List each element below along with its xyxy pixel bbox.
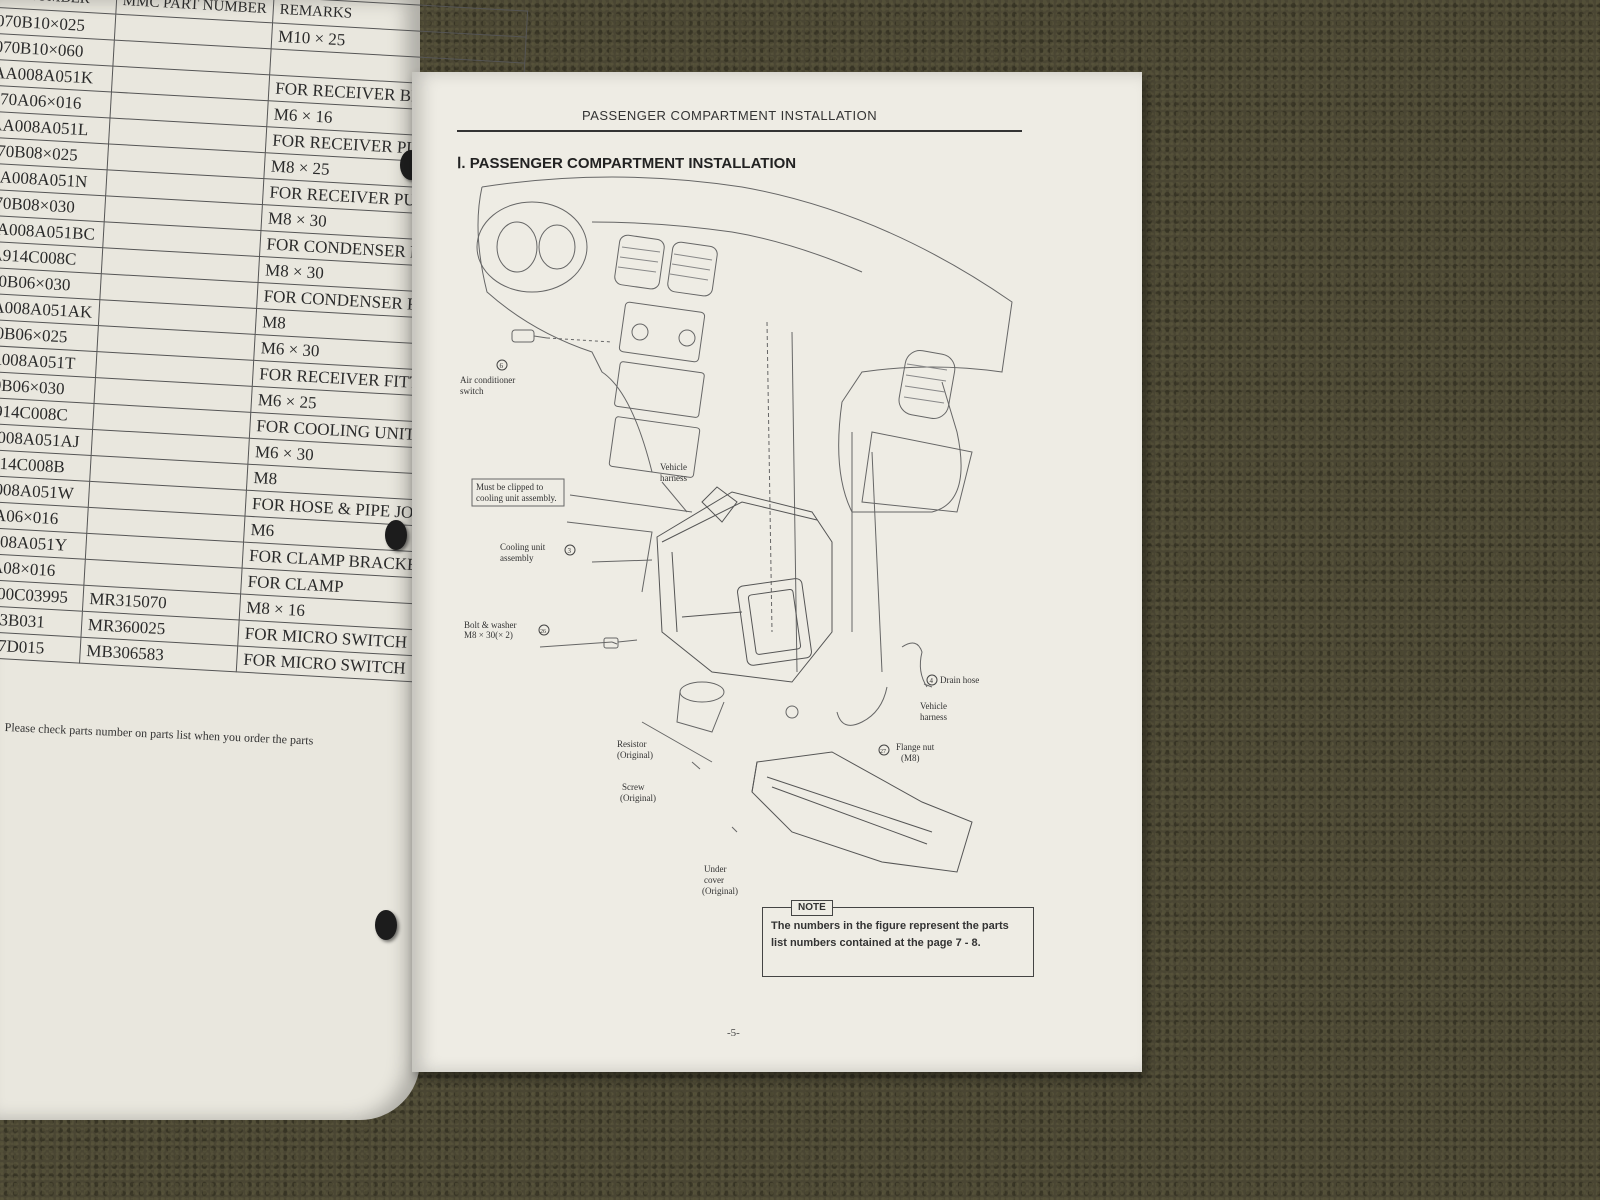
- callout-27-circle: [878, 744, 890, 756]
- right-vent: [898, 350, 956, 419]
- resistor-label-2: (Original): [617, 750, 653, 760]
- callout-3: 3: [568, 547, 572, 555]
- callout-4-circle: [926, 674, 938, 686]
- ac-switch-label-2: switch: [460, 386, 484, 396]
- page-number: -5-: [727, 1027, 740, 1039]
- clip-note-box: [471, 478, 565, 507]
- vehicle-harness-top-1: Vehicle: [660, 462, 687, 472]
- under-cover-label-2: cover: [704, 875, 724, 885]
- bolt-washer-label-2: M8 × 30(× 2): [464, 630, 513, 640]
- bolt-washer-label-1: Bolt & washer: [464, 620, 517, 630]
- callout-6: 6: [500, 362, 504, 370]
- section-title: Ⅰ. PASSENGER COMPARTMENT INSTALLATION: [457, 155, 797, 172]
- vehicle-harness-top-2: harness: [660, 473, 687, 483]
- binder-ring: [385, 520, 407, 550]
- clip-note-line-1: Must be clipped to: [476, 482, 544, 492]
- page-header: PASSENGER COMPARTMENT INSTALLATION: [582, 108, 878, 123]
- flange-nut-label-2: (M8): [901, 753, 920, 763]
- screw-drawing: [691, 761, 701, 770]
- center-vent: [614, 234, 665, 290]
- under-cover-label-1: Under: [704, 864, 727, 874]
- vehicle-harness-right-2: harness: [920, 712, 947, 722]
- instrument-cluster: [476, 201, 588, 293]
- drain-hose-label: Drain hose: [940, 675, 979, 685]
- callout-26-circle: [538, 624, 550, 636]
- installation-diagram: 6 3 26 4 27 Air conditioner switch Must …: [460, 176, 1013, 896]
- header-rule: [457, 130, 1022, 132]
- resistor-label-1: Resistor: [617, 739, 647, 749]
- note-box: NOTE The numbers in the figure represent…: [762, 900, 1034, 977]
- callout-3-circle: [564, 544, 576, 556]
- cooling-unit-label-1: Cooling unit: [500, 542, 546, 552]
- clip-note-line-2: cooling unit assembly.: [476, 493, 557, 503]
- cooling-unit-label-2: assembly: [500, 553, 534, 563]
- note-text: The numbers in the figure represent the …: [771, 920, 1009, 949]
- screw-label-2: (Original): [620, 793, 656, 803]
- flange-nut-label-1: Flange nut: [896, 742, 935, 752]
- dashboard-outline: [481, 176, 1013, 513]
- parts-note: Please check parts number on parts list …: [4, 720, 314, 748]
- parts-table-wrap: PART NUMBER MMC PART NUMBER REMARKS B070…: [0, 0, 529, 687]
- vehicle-harness-right-1: Vehicle: [920, 701, 947, 711]
- vehicle-harness-drawing: [836, 686, 888, 726]
- dashboard-upper: [477, 186, 653, 473]
- callout-6-circle: [496, 359, 508, 371]
- flange-nut-drawing: [785, 705, 799, 719]
- resistor-drawing: [676, 681, 725, 733]
- climate-panel: [618, 301, 706, 363]
- cooling-unit-drawing: [656, 486, 833, 683]
- radio-panel: [614, 361, 705, 418]
- ac-switch-label-1: Air conditioner: [460, 375, 515, 385]
- note-tag: NOTE: [791, 900, 833, 916]
- under-cover-label-3: (Original): [702, 886, 738, 896]
- callout-26: 26: [540, 629, 546, 635]
- under-cover-drawing: [751, 751, 973, 873]
- bolt-drawing: [603, 637, 638, 649]
- right-page: PASSENGER COMPARTMENT INSTALLATION Ⅰ. PA…: [412, 72, 1142, 1072]
- left-page: PART NUMBER MMC PART NUMBER REMARKS B070…: [0, 0, 529, 1120]
- callout-4: 4: [930, 677, 934, 685]
- binder-ring: [375, 910, 397, 940]
- screw-label-1: Screw: [622, 782, 645, 792]
- callout-27: 27: [880, 749, 886, 755]
- drain-hose-drawing: [901, 642, 928, 688]
- glovebox: [861, 431, 973, 513]
- ac-switch-part: [511, 329, 613, 343]
